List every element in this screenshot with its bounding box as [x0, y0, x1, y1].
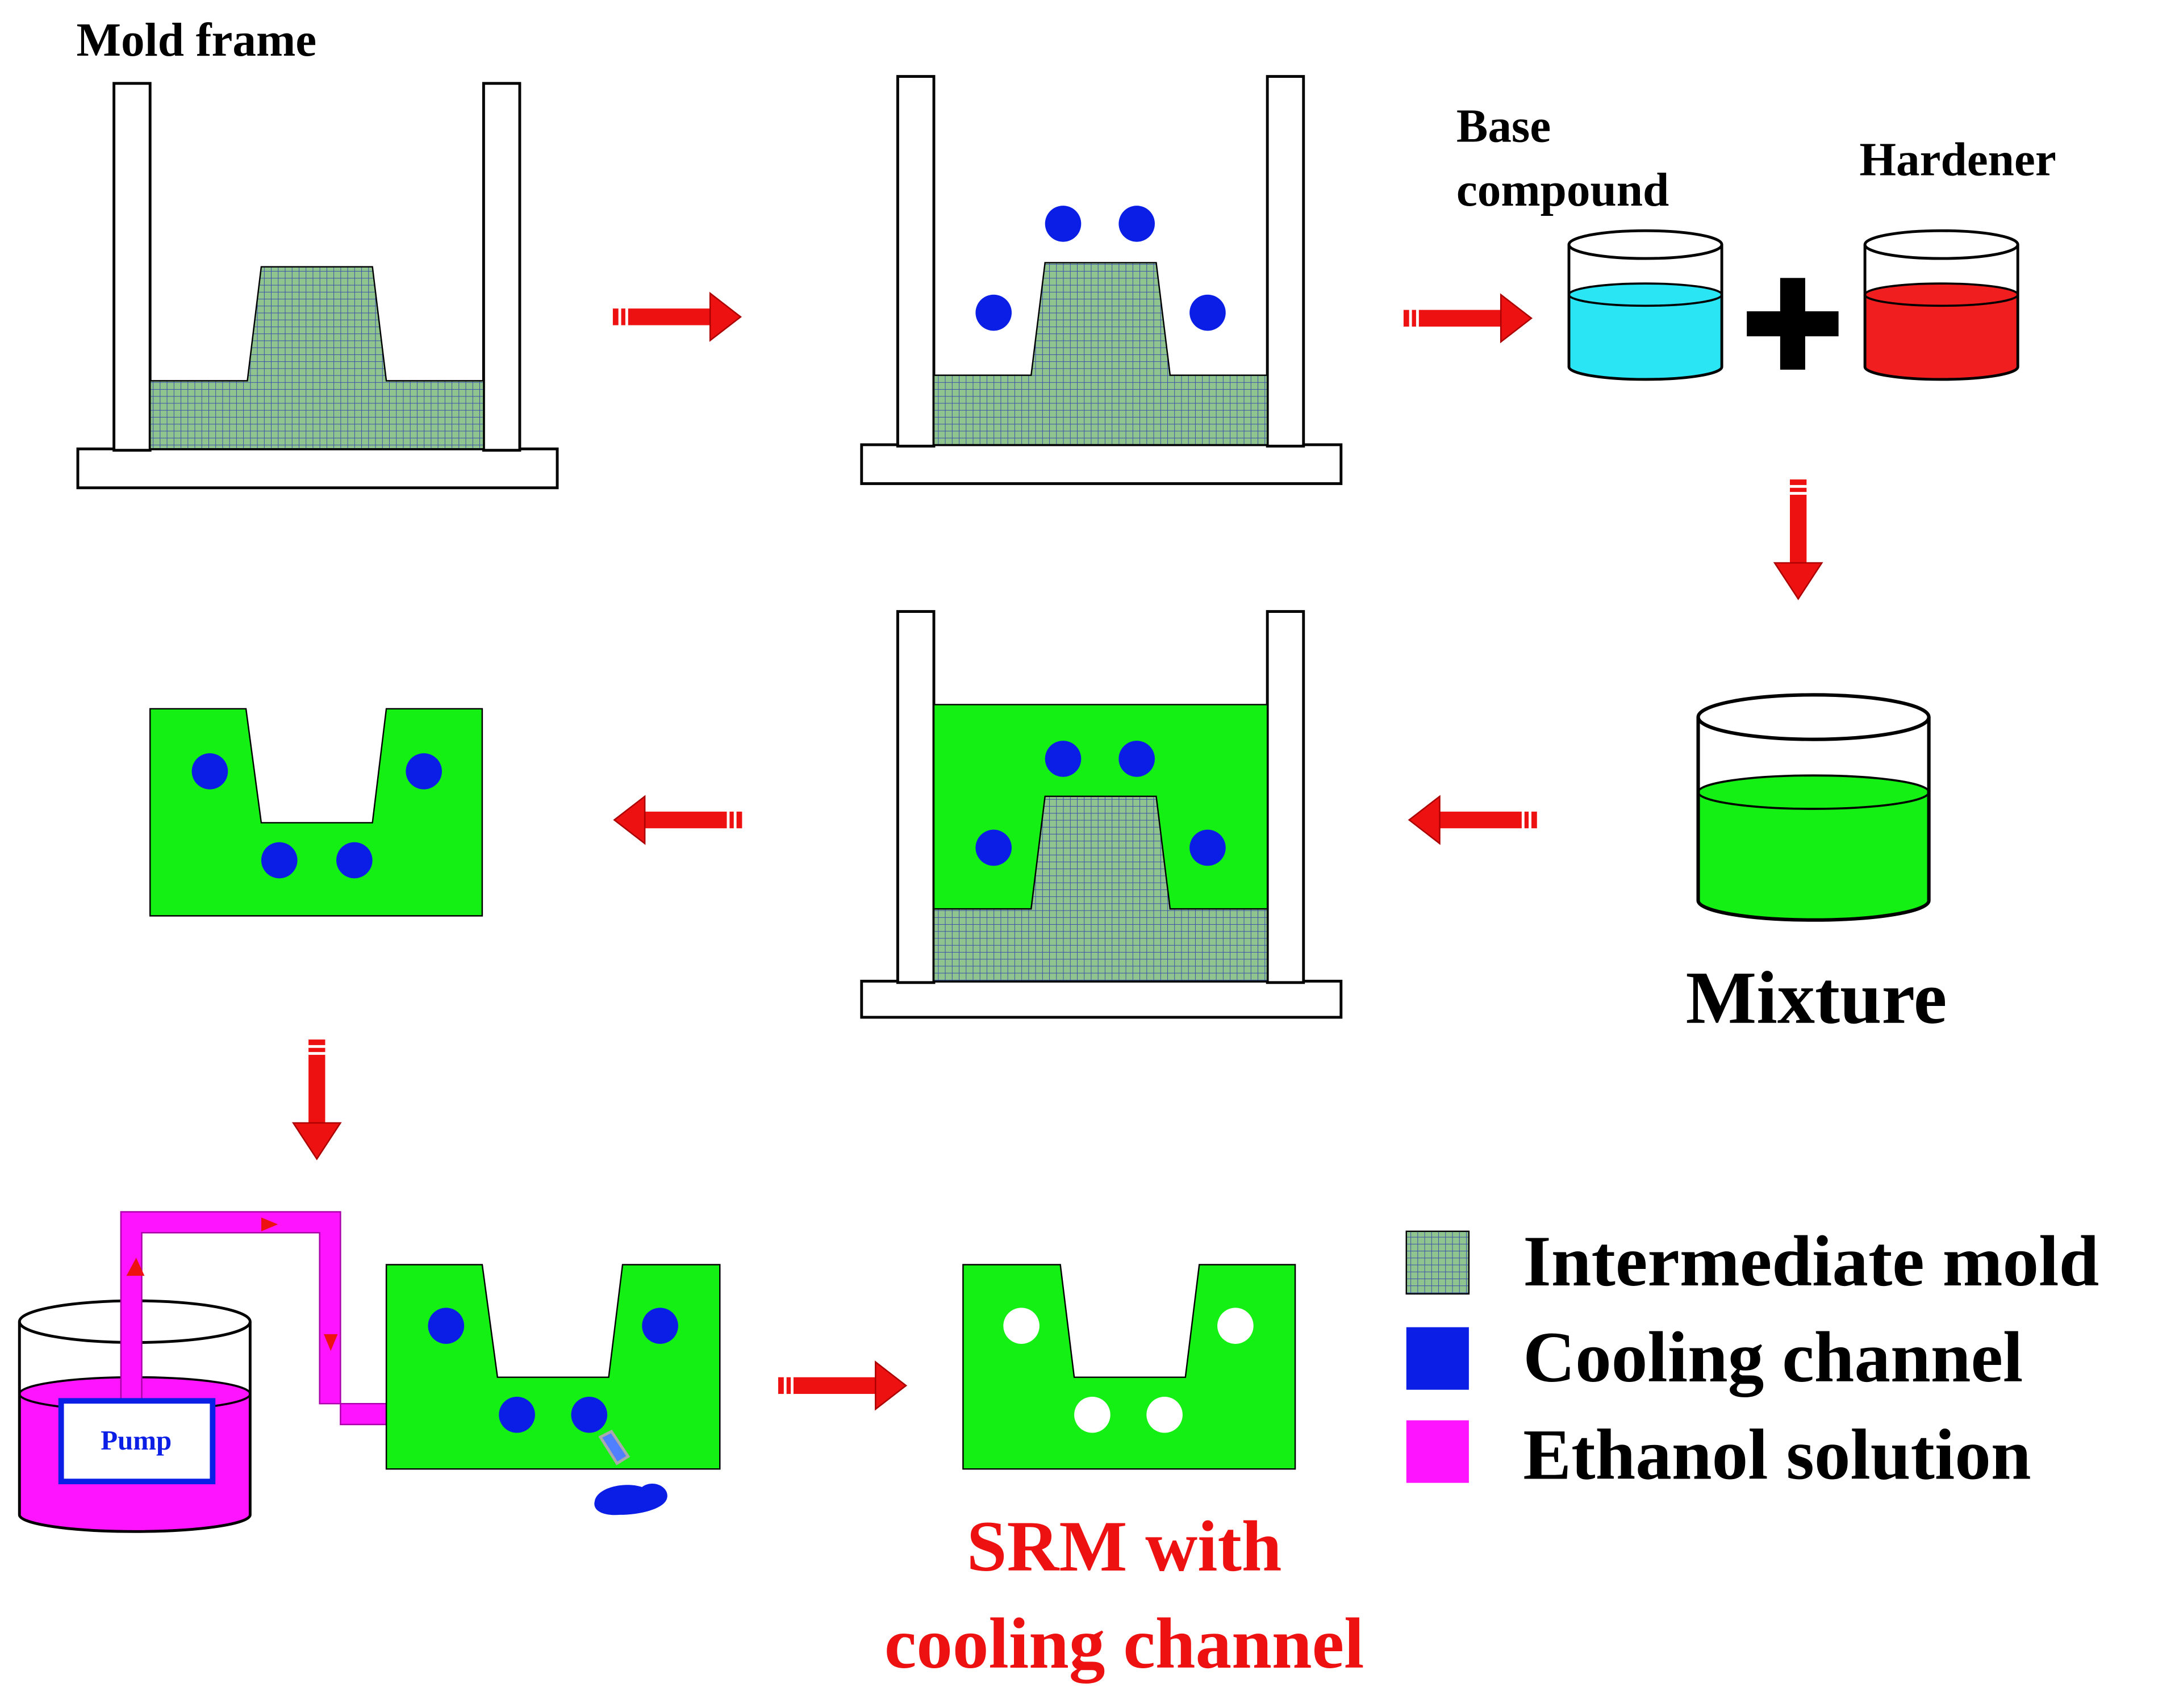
base-compound-label-2: compound — [1456, 164, 1669, 216]
hardener-label: Hardener — [1859, 133, 2056, 185]
cooling-channel — [261, 842, 298, 879]
base-compound-beaker — [1567, 229, 1723, 381]
arrow-left-1 — [1408, 795, 1538, 845]
cooling-channel — [499, 1396, 535, 1433]
srm-label-2: cooling channel — [884, 1603, 1364, 1684]
base-compound-label-1: Base — [1456, 100, 1551, 152]
cooling-channel — [571, 1396, 608, 1433]
plus-icon — [1747, 278, 1839, 370]
mixture-beaker — [1696, 693, 1931, 922]
cooling-channel — [1189, 294, 1226, 331]
cooling-channel — [428, 1308, 465, 1344]
mixture-label: Mixture — [1686, 956, 1947, 1039]
legend-swatch-intermediate-mold — [1405, 1230, 1470, 1295]
legend-swatch-cooling-channel — [1406, 1327, 1469, 1390]
empty-cooling-channel — [1146, 1396, 1183, 1433]
cooling-channel — [1045, 741, 1082, 777]
arrow-right-2 — [1402, 294, 1533, 343]
cooling-channel — [191, 753, 228, 790]
cooling-channel — [336, 842, 373, 879]
mold-frame-label: Mold frame — [77, 14, 317, 66]
pump-box — [58, 1398, 216, 1485]
step4-demolded-srm — [149, 708, 483, 917]
arrow-down-1 — [1773, 478, 1823, 600]
cooling-channel — [1118, 206, 1155, 242]
intermediate-mold — [149, 266, 485, 450]
cooling-channel — [975, 829, 1012, 866]
intermediate-mold — [933, 262, 1268, 446]
empty-cooling-channel — [1003, 1308, 1040, 1344]
arrow-right-3 — [777, 1361, 907, 1410]
legend-swatch-ethanol-solution — [1406, 1420, 1469, 1483]
cooling-channel — [1045, 206, 1082, 242]
arrow-right-1 — [612, 293, 742, 341]
dissolved-channel-puddle — [594, 1484, 667, 1515]
arrow-down-2 — [292, 1038, 341, 1160]
hardener-beaker — [1863, 229, 2019, 381]
cooling-channel — [1189, 829, 1226, 866]
cooling-channel — [1118, 741, 1155, 777]
intermediate-mold — [933, 795, 1268, 982]
step5-srm-dissolving — [385, 1264, 721, 1515]
legend-label-intermediate-mold: Intermediate mold — [1523, 1221, 2099, 1301]
step1-mold-frame — [76, 82, 559, 490]
step2-mold-with-channels — [860, 75, 1343, 485]
legend: Intermediate mold Cooling channel Ethano… — [1405, 1221, 2099, 1494]
empty-cooling-channel — [1217, 1308, 1254, 1344]
cooling-channel — [975, 294, 1012, 331]
empty-cooling-channel — [1074, 1396, 1111, 1433]
legend-label-cooling-channel: Cooling channel — [1523, 1317, 2023, 1397]
legend-label-ethanol-solution: Ethanol solution — [1523, 1414, 2031, 1494]
srm-label-1: SRM with — [967, 1506, 1282, 1586]
cooling-channel — [642, 1308, 678, 1344]
step3-poured-mold — [860, 610, 1343, 1019]
arrow-left-2 — [613, 795, 743, 845]
pump-label: Pump — [101, 1425, 172, 1456]
cooling-channel — [406, 753, 442, 790]
final-srm — [962, 1264, 1296, 1470]
